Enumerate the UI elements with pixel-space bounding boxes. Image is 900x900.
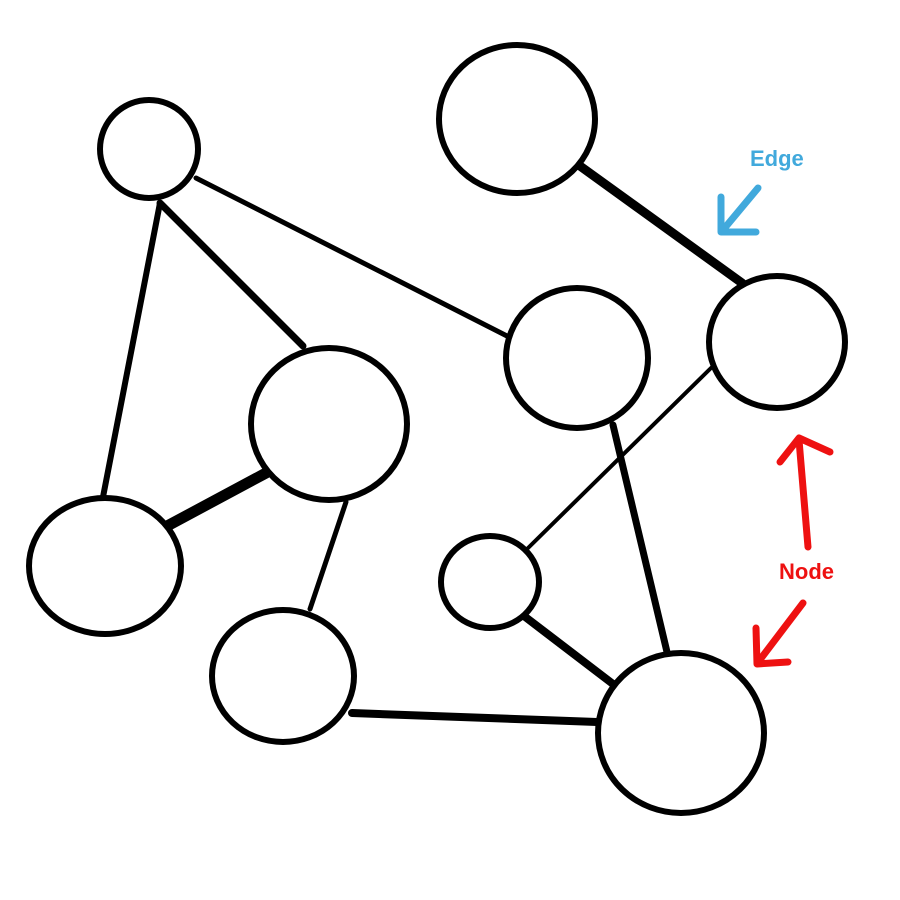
edge-line <box>609 421 671 656</box>
edge-pointer-arrow-icon <box>717 184 762 236</box>
graph-node <box>209 607 357 745</box>
edge-line <box>575 161 747 288</box>
edge-line <box>156 199 307 350</box>
graph-node <box>706 273 848 411</box>
graph-node <box>26 495 184 637</box>
edge-line <box>348 709 601 726</box>
edges-layer <box>100 161 747 726</box>
edge-line <box>523 366 713 553</box>
edge-line <box>307 499 349 612</box>
graph-node <box>503 285 651 431</box>
edge-label: Edge <box>750 146 804 171</box>
graph-node <box>97 97 201 201</box>
node-pointer-arrow-down-icon <box>752 599 807 668</box>
nodes-layer <box>26 42 848 816</box>
graph-node <box>595 650 767 816</box>
graph-node <box>248 345 410 503</box>
node-label: Node <box>779 559 834 584</box>
edge-line <box>520 612 617 688</box>
edge-line <box>100 200 163 500</box>
node-pointer-arrow-up-icon <box>776 434 834 551</box>
graph-node <box>436 42 598 196</box>
edge-line <box>193 175 510 339</box>
edge-line <box>163 467 272 531</box>
graph-node <box>438 533 542 631</box>
